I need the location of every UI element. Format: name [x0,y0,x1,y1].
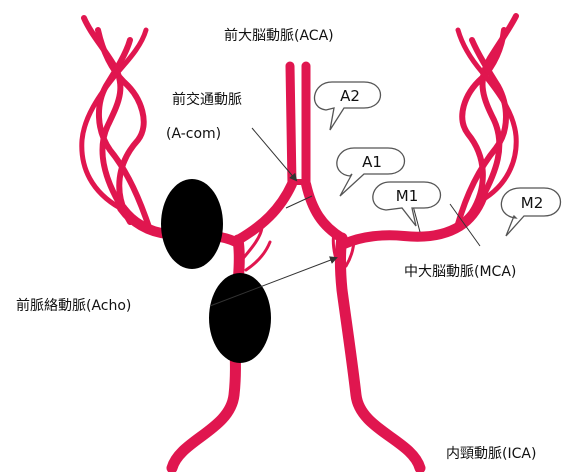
m1-bubble-text: M1 [396,187,419,205]
left-a2-vessel [290,66,292,184]
a1-bubble-text: A1 [362,153,382,171]
acom-label-line1: 前交通動脈 [172,91,242,108]
vessel-tree [82,16,516,468]
m2-bubble: M2 [501,188,560,236]
aca-label: 前大脳動脈(ACA) [224,27,334,44]
m2-bubble-text: M2 [521,194,544,212]
a2-bubble-text: A2 [340,87,360,105]
mca-label: 中大脳動脈(MCA) [404,264,516,280]
acom-label-line2: (A-com) [166,126,221,142]
m1-bubble: M1 [373,182,441,226]
right-a1-vessel [306,184,342,238]
left-a1-vessel [238,184,292,240]
a2-bubble: A2 [315,82,381,130]
left-acho-vessel-2 [246,242,270,270]
redaction-oval-upper [161,179,223,269]
ica-label: 内頸動脈(ICA) [446,446,536,462]
acho-label: 前脈絡動脈(Acho) [16,297,131,314]
